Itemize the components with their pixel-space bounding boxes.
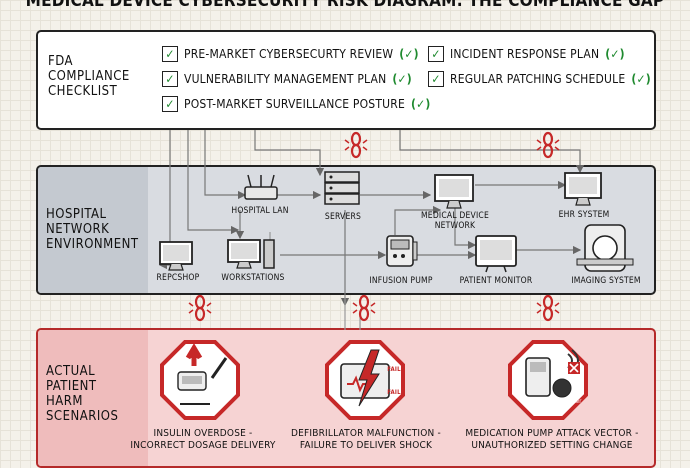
- node-label-patient-monitor: PATIENT MONITOR: [459, 276, 533, 286]
- checklist-item: ✓ POST-MARKET SURVEILLANCE POSTURE (✓): [162, 96, 431, 112]
- check-mark: (✓): [410, 97, 431, 111]
- checklist-item: ✓ VULNERABILITY MANAGEMENT PLAN (✓): [162, 71, 412, 87]
- check-mark: (✓): [631, 72, 651, 86]
- node-label-servers: SERVERS: [324, 212, 362, 222]
- fda-checklist-panel: FDA COMPLIANCE CHECKLIST ✓ PRE-MARKET CY…: [36, 30, 656, 130]
- infusion-pump-icon: [386, 235, 418, 267]
- broken-chain-icon: [187, 294, 213, 322]
- checklist-item: ✓ REGULAR PATCHING SCHEDULE (✓): [428, 71, 651, 87]
- harm-label-insulin: INSULIN OVERDOSE - INCORRECT DOSAGE DELI…: [130, 428, 276, 451]
- stop-sign-pump-attack: [508, 340, 588, 420]
- patient-monitor-icon: [475, 235, 517, 273]
- stop-sign-defibrillator: [325, 340, 405, 420]
- checklist-item: ✓ INCIDENT RESPONSE PLAN (✓): [428, 46, 625, 62]
- monitor-icon: [564, 172, 602, 206]
- workstation-icon: [227, 239, 275, 269]
- broken-chain-icon: [343, 131, 369, 159]
- checkbox-checked-icon: ✓: [428, 46, 444, 62]
- check-mark: (✓): [399, 47, 419, 61]
- harm-label-pump-attack: MEDICATION PUMP ATTACK VECTOR - UNAUTHOR…: [465, 428, 639, 451]
- broken-chain-icon: [535, 131, 561, 159]
- broken-chain-icon: [351, 294, 377, 322]
- node-label-repcshop: REPCSHOP: [156, 273, 200, 283]
- node-label-workstations: WORKSTATIONS: [221, 273, 285, 283]
- checklist-item: ✓ PRE-MARKET CYBERSECURTY REVIEW (✓): [162, 46, 419, 62]
- node-label-imaging-system: IMAGING SYSTEM: [571, 276, 641, 286]
- check-mark: (✓): [392, 72, 412, 86]
- checkbox-checked-icon: ✓: [162, 96, 178, 112]
- check-mark: (✓): [605, 47, 625, 61]
- broken-chain-icon: [535, 294, 561, 322]
- checkbox-checked-icon: ✓: [162, 46, 178, 62]
- node-label-infusion-pump: INFUSION PUMP: [369, 276, 433, 286]
- network-heading: HOSPITAL NETWORK ENVIRONMENT: [46, 207, 139, 252]
- defibrillator-fail-label: FAIL: [387, 366, 401, 373]
- monitor-icon: [434, 174, 474, 209]
- imaging-system-icon: [576, 224, 634, 272]
- checkbox-checked-icon: ✓: [162, 71, 178, 87]
- server-icon: [324, 171, 360, 205]
- monitor-icon: [159, 241, 193, 271]
- node-label-ehr-system: EHR SYSTEM: [558, 210, 610, 220]
- hospital-network-panel: HOSPITAL NETWORK ENVIRONMENT: [36, 165, 656, 295]
- node-label-medical-device-network: MEDICAL DEVICE NETWORK: [420, 211, 489, 231]
- defibrillator-fail-label-small: FAIL: [387, 389, 401, 396]
- hacker-label: hacker: [562, 398, 582, 405]
- page-title: MEDICAL DEVICE CYBERSECURITY RISK DIAGRA…: [25, 0, 665, 11]
- harm-label-defibrillator: DEFIBRILLATOR MALFUNCTION - FAILURE TO D…: [291, 428, 441, 451]
- stop-sign-insulin: [160, 340, 240, 420]
- harm-heading: ACTUAL PATIENT HARM SCENARIOS: [46, 364, 119, 424]
- fda-checklist-heading: FDA COMPLIANCE CHECKLIST: [48, 54, 130, 99]
- checkbox-checked-icon: ✓: [428, 71, 444, 87]
- router-icon: [244, 174, 278, 200]
- node-label-hospital-lan: HOSPITAL LAN: [231, 206, 289, 216]
